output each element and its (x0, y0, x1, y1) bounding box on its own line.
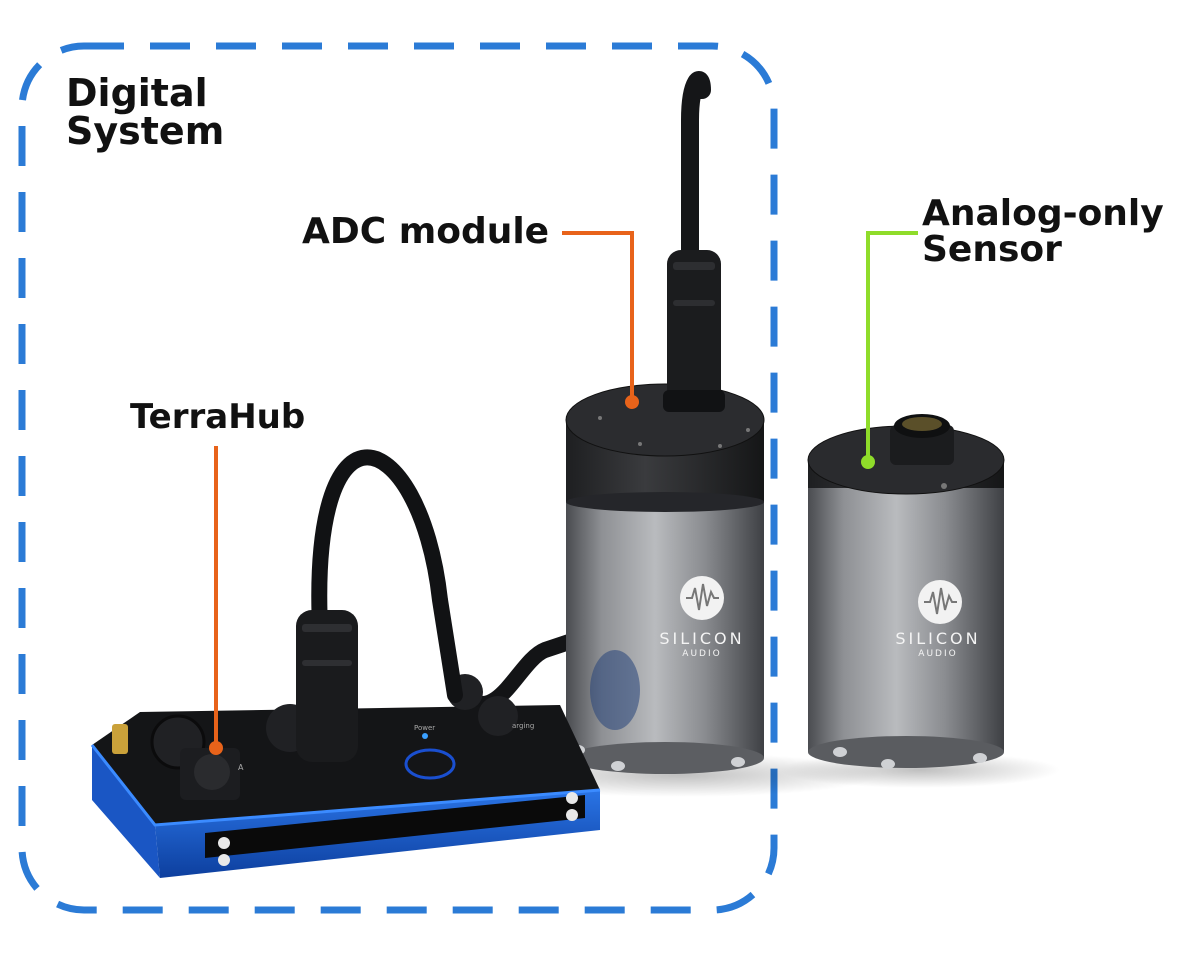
analog-sensor-label-line1: Analog-only (922, 193, 1164, 234)
adc-logo: SILICON AUDIO (659, 576, 744, 659)
adc-brand-name: SILICON (659, 629, 744, 648)
hub-loop-cable (311, 449, 463, 703)
hub-power-label: Power (414, 724, 435, 732)
analog-sensor-body (808, 470, 1004, 752)
analog-brand-name: SILICON (895, 629, 980, 648)
hub-to-adc-cable (462, 632, 583, 712)
digital-system-title-line1: Digital (66, 71, 208, 115)
hub-connector (296, 610, 358, 762)
waveform-logo-icon (918, 580, 962, 624)
terrahub-device: Power arging A (90, 674, 601, 878)
hub-charging-label: arging (512, 722, 534, 730)
terrahub-front-strip (205, 795, 585, 858)
analog-logo: SILICON AUDIO (895, 580, 980, 659)
adc-connector (667, 250, 721, 410)
analog-callout-line (866, 231, 918, 462)
digital-system-group-border (18, 42, 778, 914)
terrahub-side (92, 745, 160, 878)
digital-system-title-line2: System (66, 109, 225, 153)
analog-callout-dot (861, 455, 875, 469)
analog-sensor (807, 414, 1005, 769)
analog-brand-sub: AUDIO (918, 649, 957, 659)
adc-module-label: ADC module (302, 211, 550, 252)
adc-module (565, 383, 765, 774)
terrahub-label: TerraHub (130, 397, 306, 437)
analog-sensor-label-line2: Sensor (922, 229, 1062, 270)
adc-antenna-cable (681, 71, 711, 269)
hub-port (478, 696, 518, 736)
analog-sensor-label: Analog-only Sensor (922, 196, 1164, 268)
antenna-connector (112, 724, 128, 754)
hub-port-a-label: A (238, 763, 244, 772)
digital-system-title: Digital System (66, 74, 224, 150)
adc-brand-sub: AUDIO (682, 649, 721, 659)
waveform-logo-icon (680, 576, 724, 620)
adc-callout-dot (625, 395, 639, 409)
adc-callout-line (562, 231, 634, 402)
hub-callout-dot (209, 741, 223, 755)
